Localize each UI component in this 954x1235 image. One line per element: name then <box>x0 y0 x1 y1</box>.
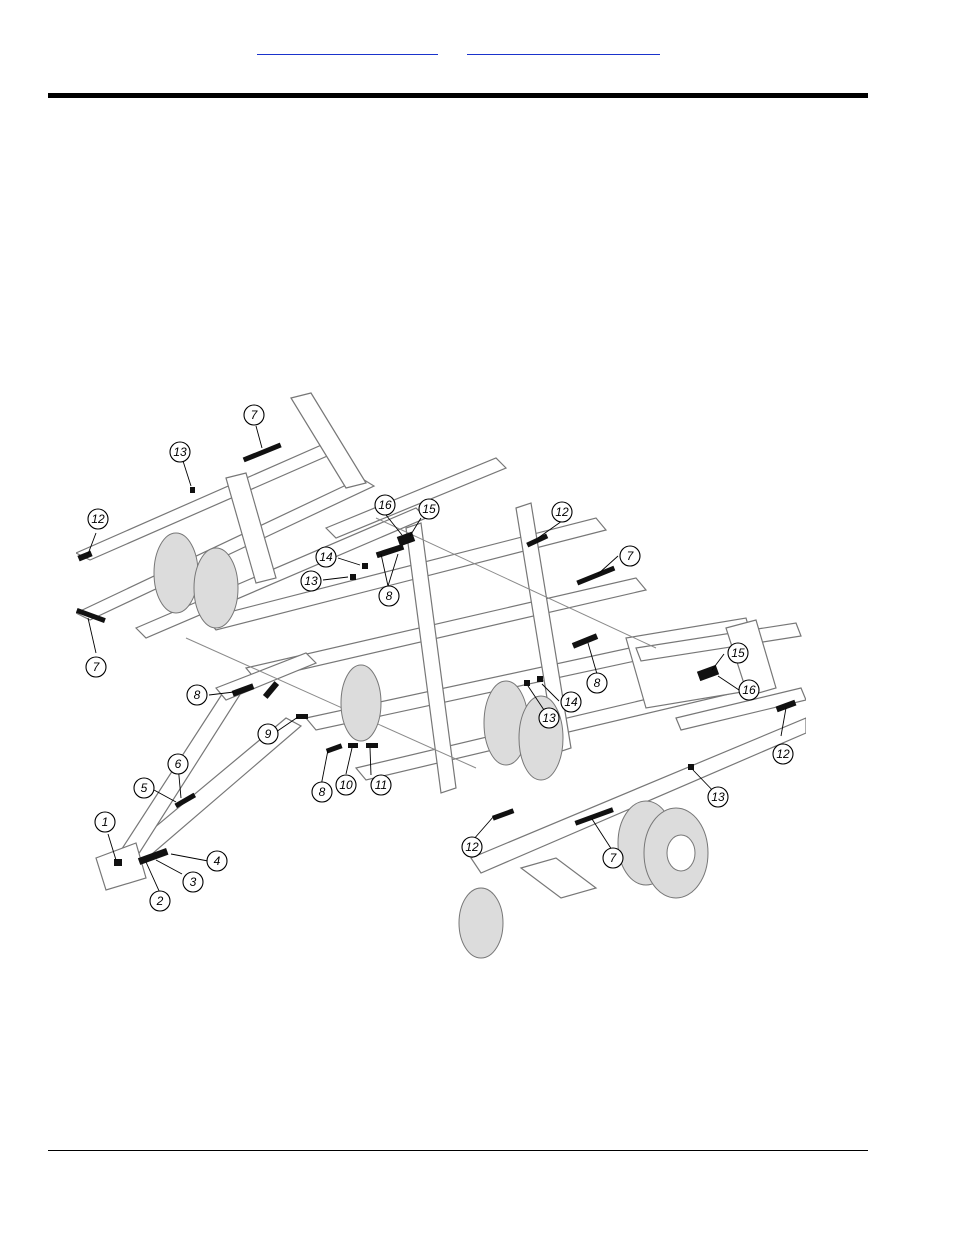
callout-label: 7 <box>627 549 635 563</box>
header-link-2[interactable] <box>467 36 660 55</box>
callout-label: 8 <box>319 785 326 799</box>
callout-5: 5 <box>133 777 155 799</box>
callout-label: 1 <box>102 815 109 829</box>
callout-12-d: 12 <box>461 836 483 858</box>
callout-13-a: 13 <box>169 441 191 463</box>
callout-label: 12 <box>465 840 479 854</box>
callout-3: 3 <box>182 871 204 893</box>
callout-label: 7 <box>251 408 259 422</box>
callout-1: 1 <box>94 811 116 833</box>
callout-label: 12 <box>776 747 790 761</box>
callout-8-d: 8 <box>311 781 333 803</box>
callout-label: 13 <box>711 790 725 804</box>
decals <box>76 442 797 866</box>
callout-7-b: 7 <box>619 545 641 567</box>
header-link-1[interactable] <box>257 36 438 55</box>
callout-label: 7 <box>93 660 101 674</box>
callout-label: 2 <box>156 894 164 908</box>
callout-label: 14 <box>319 550 333 564</box>
callout-label: 5 <box>141 781 148 795</box>
callout-label: 12 <box>91 512 105 526</box>
decal-location-drawing: 7 13 12 16 15 12 7 14 13 8 7 8 9 15 8 13… <box>76 392 806 959</box>
callout-12-c: 12 <box>772 743 794 765</box>
callout-14-a: 14 <box>315 546 337 568</box>
callout-label: 8 <box>194 688 201 702</box>
callout-label: 8 <box>594 676 601 690</box>
callout-label: 10 <box>339 778 353 792</box>
callout-15-b: 15 <box>727 642 749 664</box>
leader-lines <box>87 425 787 894</box>
callout-label: 14 <box>564 695 578 709</box>
callout-label: 7 <box>610 851 618 865</box>
callout-label: 6 <box>175 757 182 771</box>
callout-7-c: 7 <box>85 656 107 678</box>
callout-8-b: 8 <box>186 684 208 706</box>
callout-label: 13 <box>304 574 318 588</box>
callout-label: 11 <box>375 778 387 792</box>
callout-label: 9 <box>265 727 272 741</box>
callout-2: 2 <box>149 890 171 912</box>
callout-12-b: 12 <box>551 501 573 523</box>
callout-label: 15 <box>422 502 436 516</box>
callout-7-d: 7 <box>602 847 624 869</box>
callout-label: 16 <box>742 683 756 697</box>
callout-label: 13 <box>173 445 187 459</box>
callout-8-a: 8 <box>378 585 400 607</box>
callout-13-b: 13 <box>300 570 322 592</box>
callout-10: 10 <box>335 774 357 796</box>
callout-label: 12 <box>555 505 569 519</box>
callout-11: 11 <box>370 774 392 796</box>
callout-13-c: 13 <box>538 707 560 729</box>
callout-label: 16 <box>378 498 392 512</box>
callout-14-b: 14 <box>560 691 582 713</box>
callout-15-a: 15 <box>418 498 440 520</box>
callout-9: 9 <box>257 723 279 745</box>
callout-label: 15 <box>731 646 745 660</box>
callout-12-a: 12 <box>87 508 109 530</box>
callout-7-a: 7 <box>243 404 265 426</box>
callout-label: 13 <box>542 711 556 725</box>
callout-6: 6 <box>167 753 189 775</box>
callout-label: 3 <box>190 875 197 889</box>
callout-16-b: 16 <box>738 679 760 701</box>
callout-8-c: 8 <box>586 672 608 694</box>
header-rule <box>48 93 868 98</box>
callout-label: 8 <box>386 589 393 603</box>
callout-13-d: 13 <box>707 786 729 808</box>
callout-label: 4 <box>214 854 221 868</box>
footer-rule <box>48 1150 868 1151</box>
callout-16-a: 16 <box>374 494 396 516</box>
callout-4: 4 <box>206 850 228 872</box>
